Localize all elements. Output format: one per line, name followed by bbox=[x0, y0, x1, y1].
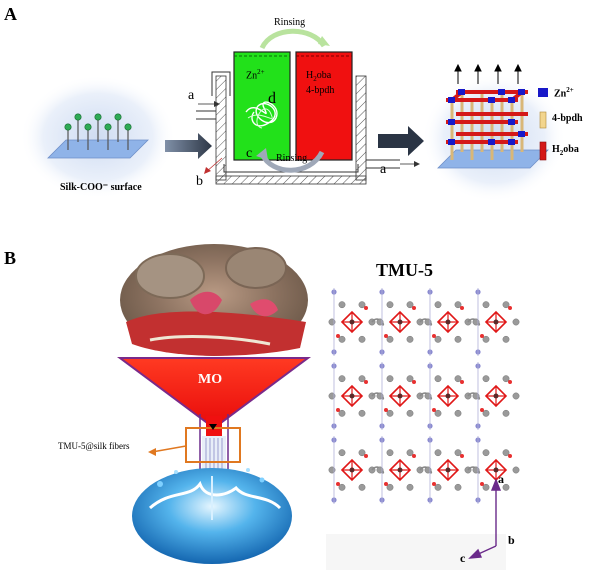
label-d: d bbox=[268, 90, 276, 107]
mo-label: MO bbox=[198, 372, 223, 387]
clean-water-splash bbox=[132, 468, 292, 564]
axis-b-label: b bbox=[508, 533, 515, 547]
legend-bpdh-symbol bbox=[539, 111, 547, 129]
mof-framework bbox=[446, 63, 528, 160]
label-c: c bbox=[246, 146, 253, 161]
axis-indicator bbox=[468, 478, 502, 559]
silk-surface-plate bbox=[47, 139, 149, 159]
legend-bpdh-label: 4-bpdh bbox=[552, 113, 583, 124]
ligand-beaker bbox=[295, 51, 353, 161]
legend-zn-text: Zn bbox=[554, 88, 567, 100]
process-arrow-right bbox=[378, 126, 424, 156]
axis-a-label: a bbox=[498, 472, 504, 486]
silk-surface-label: Silk-COO⁻ surface bbox=[60, 182, 142, 193]
funnel-mo bbox=[116, 357, 312, 430]
zn-beaker-label: Zn2+ bbox=[246, 68, 265, 81]
fiber-pointer bbox=[151, 445, 187, 453]
rinsing-bottom-label: Rinsing bbox=[276, 153, 308, 164]
panel-a-letter: A bbox=[4, 4, 17, 24]
label-a-left: a bbox=[188, 88, 195, 103]
zn-beaker bbox=[233, 51, 291, 161]
silk-carboxylate-pins bbox=[67, 118, 129, 150]
legend-oba-symbol bbox=[539, 141, 547, 161]
bpdh-text: 4-bpdh bbox=[306, 85, 335, 96]
legend-zn-symbol bbox=[538, 88, 548, 97]
panel-b-letter: B bbox=[4, 248, 17, 268]
tmu5-title: TMU-5 bbox=[376, 260, 433, 280]
ligand-beaker-label: H2oba 4-bpdh bbox=[306, 70, 334, 97]
rinsing-arrow-bottom bbox=[259, 150, 325, 173]
rinsing-apparatus bbox=[196, 28, 420, 185]
legend-zn-charge: 2+ bbox=[566, 86, 574, 94]
process-arrow-left bbox=[165, 133, 212, 159]
fiber-label: TMU-5@silk fibers bbox=[58, 441, 130, 451]
silk-fiber-bundle bbox=[245, 101, 278, 127]
legend-oba-h: H bbox=[552, 144, 560, 155]
h-text: H bbox=[306, 70, 314, 81]
growth-arrows bbox=[454, 63, 522, 84]
panel-b-graphic bbox=[116, 244, 520, 570]
label-a-right: a bbox=[380, 162, 387, 177]
legend-oba-label: H2oba bbox=[552, 144, 579, 157]
label-b: b bbox=[196, 174, 203, 189]
oba-text: oba bbox=[316, 70, 332, 81]
tmu5-structure bbox=[326, 288, 520, 570]
rinsing-arrow-top bbox=[259, 28, 327, 50]
h-subscript: 2 bbox=[313, 75, 317, 83]
mof-glow bbox=[422, 74, 566, 202]
panel-a-graphic bbox=[20, 28, 566, 202]
axis-c-label: c bbox=[460, 551, 466, 565]
rinsing-top-label: Rinsing bbox=[274, 17, 306, 28]
legend-zn-label: Zn2+ bbox=[554, 86, 574, 99]
zn-charge: 2+ bbox=[257, 68, 265, 76]
legend-oba-text: oba bbox=[563, 144, 579, 155]
wastewater-photo bbox=[120, 244, 308, 356]
carboxylate-heads bbox=[64, 113, 132, 131]
legend-oba-sub: 2 bbox=[559, 149, 564, 157]
zn-text: Zn bbox=[246, 70, 258, 82]
